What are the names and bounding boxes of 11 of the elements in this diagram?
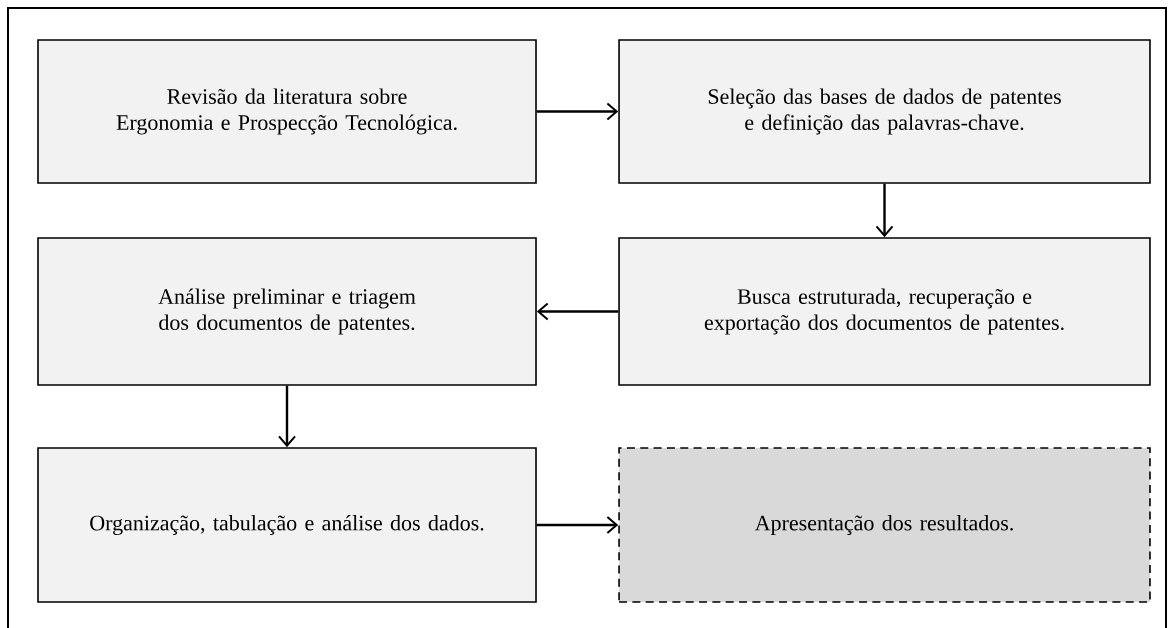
arrow	[278, 385, 296, 448]
process-box: Organização, tabulação e análise dos dados.	[37, 447, 537, 603]
process-box: Busca estruturada, recuperação e exportação dos documentos de patentes.	[618, 237, 1151, 386]
final-step-box: Apresentação dos resultados.	[618, 447, 1151, 603]
arrow	[536, 516, 619, 534]
process-box: Análise preliminar e triagem dos documentos de patentes.	[37, 237, 537, 386]
arrow	[875, 183, 894, 238]
arrow	[536, 102, 619, 121]
process-box: Revisão da literatura sobre Ergonomia e Prospecção Tecnológica.	[37, 39, 537, 184]
process-box: Seleção das bases de dados de patentes e definição das palavras-chave.	[618, 39, 1151, 184]
arrow	[536, 302, 619, 321]
